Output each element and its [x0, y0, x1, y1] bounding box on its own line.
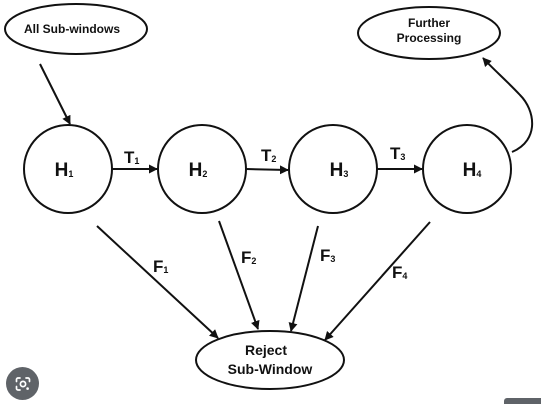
f1-label: F1: [153, 257, 168, 276]
arrow-h4-to-further: [482, 57, 534, 153]
h1-label: H1: [55, 160, 74, 181]
camera-lens-icon: [15, 376, 30, 391]
arrow-f3: [288, 225, 319, 332]
h4-label: H4: [463, 160, 482, 181]
h3-label: H3: [330, 160, 349, 181]
corner-chip: [504, 398, 541, 404]
f4-label: F4: [392, 263, 407, 282]
arrow-f2: [218, 220, 260, 330]
further-processing-label-line2: Processing: [397, 31, 462, 45]
reject-node: [195, 330, 345, 390]
arrow-t2: [245, 165, 289, 175]
further-processing-label-line1: Further: [408, 16, 450, 30]
h2-label: H2: [189, 160, 208, 181]
arrow-start-to-h1: [39, 63, 71, 125]
arrow-f1: [96, 225, 219, 339]
f3-label: F3: [320, 246, 335, 265]
f2-label: F2: [241, 248, 256, 267]
t2-label: T2: [261, 146, 276, 165]
start-node: [4, 3, 148, 55]
further-processing-node: [357, 6, 501, 60]
t3-label: T3: [390, 144, 405, 163]
lens-search-button[interactable]: [6, 367, 39, 400]
reject-label-line1: Reject: [245, 342, 287, 358]
start-node-label: All Sub-windows: [24, 22, 120, 36]
t1-label: T1: [124, 148, 139, 167]
arrow-f4: [324, 221, 431, 341]
reject-label-line2: Sub-Window: [228, 361, 313, 377]
classifier-node-h4: [422, 124, 512, 214]
